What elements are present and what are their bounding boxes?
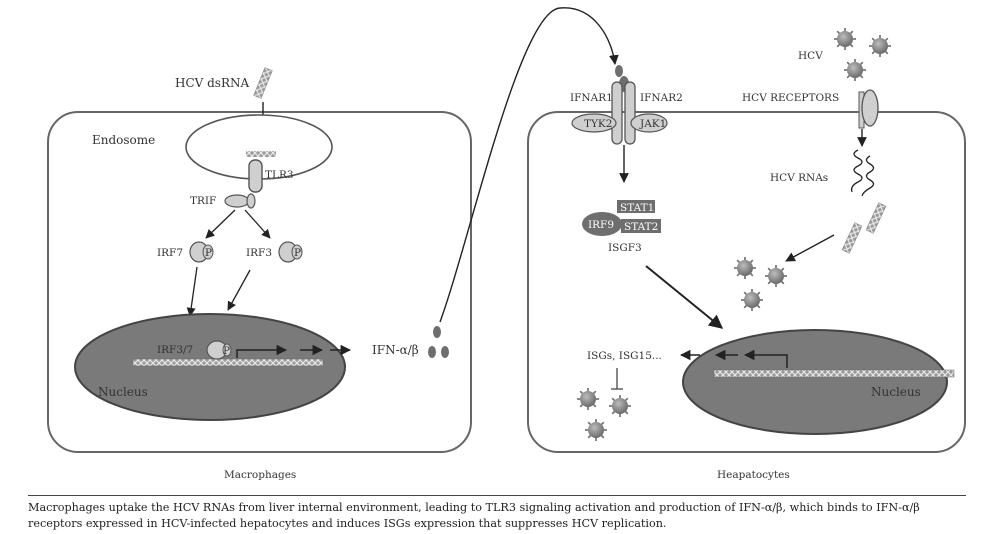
isgf3-nucleus-arrow	[645, 265, 724, 329]
hcv-virion-icon-1	[833, 27, 857, 51]
irf3-nucleus-arrow	[227, 269, 251, 311]
irf7-p-label: P	[205, 247, 212, 259]
stat1-protein	[617, 200, 655, 213]
hcv-label: HCV	[798, 50, 823, 62]
isg-transcription-arrow	[743, 349, 788, 368]
trif-irf7-arrow	[205, 209, 236, 239]
hepatocytes-label: Heapatocytes	[717, 469, 790, 481]
hepatocyte-cell	[527, 111, 966, 453]
ifn-ab-label: IFN-α/β	[372, 343, 419, 357]
irf9-protein	[582, 212, 622, 236]
trif-irf3-arrow	[244, 209, 271, 239]
ifnar1-label: IFNAR1	[570, 92, 613, 104]
irf3-p-label: P	[294, 247, 301, 259]
jak1-protein	[630, 113, 668, 133]
nucleus-right-label: Nucleus	[871, 385, 921, 399]
macrophage-nucleus	[74, 313, 346, 421]
irf3-7-p-label: P	[223, 345, 230, 357]
tlr3-receptor	[248, 159, 263, 193]
jak1-label: JAK1	[639, 118, 666, 130]
stat1-label: STAT1	[620, 202, 654, 214]
irf7-nucleus-arrow	[186, 266, 198, 317]
ifn-molecule-3	[441, 346, 449, 358]
hcv-rnas-label: HCV RNAs	[770, 172, 828, 184]
tlr3-label: TLR3	[265, 169, 294, 181]
irf7-label: IRF7	[157, 247, 183, 259]
hcv-inhibited-icon-2	[608, 394, 632, 418]
ifn-bound-1	[615, 65, 623, 77]
stat2-protein	[621, 219, 661, 233]
figure-caption: Macrophages uptake the HCV RNAs from liv…	[28, 501, 920, 530]
irf3-7-label: IRF3/7	[157, 344, 193, 356]
tyk2-protein	[571, 113, 617, 133]
hcv-dsrna-label: HCV dsRNA	[175, 76, 250, 90]
ifn-molecule-1	[433, 326, 441, 338]
tyk2-label: TYK2	[584, 118, 612, 130]
isgs-label: ISGs, ISG15...	[587, 350, 662, 362]
stat2-label: STAT2	[624, 221, 658, 233]
hcv-inhibited-icon-3	[584, 418, 608, 442]
hcv-receptors-label: HCV RECEPTORS	[742, 92, 839, 104]
isgf3-label: ISGF3	[608, 242, 642, 254]
hcv-progeny-icon-2	[764, 264, 788, 288]
endosome-label: Endosome	[92, 133, 155, 147]
ifn-molecule-2	[428, 346, 436, 358]
hcv-virion-icon-3	[843, 58, 867, 82]
hcv-dsrna-strand-icon	[253, 67, 273, 99]
macrophage-dna	[132, 358, 324, 367]
hcv-inhibited-icon-1	[576, 387, 600, 411]
endosome-dsrna	[246, 151, 276, 157]
irf3-7-phospho	[222, 343, 232, 357]
trif-protein-b	[246, 193, 256, 209]
irf7-phospho	[202, 244, 214, 260]
hepatocyte-nucleus	[682, 329, 948, 435]
hcv-replicated-rna-icon-2	[865, 202, 887, 234]
ifnar1-receptor	[611, 81, 623, 145]
hcv-progeny-icon-3	[740, 288, 764, 312]
macrophage-cell	[47, 111, 472, 453]
hcv-receptor	[861, 89, 879, 127]
hcv-rna-strand-1	[850, 149, 863, 193]
hcv-virion-icon-2	[868, 34, 892, 58]
transcription-start-arrow	[236, 344, 288, 358]
irf3-phospho	[291, 244, 303, 260]
nucleus-left-label: Nucleus	[98, 385, 148, 399]
hcv-replicated-rna-icon-1	[841, 222, 863, 254]
signaling-diagram: HCV dsRNA Endosome TLR3 TRIF IRF7 P IRF3…	[47, 7, 966, 481]
ifnar2-receptor	[624, 81, 636, 145]
ifnar2-label: IFNAR2	[640, 92, 683, 104]
trif-protein	[224, 194, 250, 208]
irf9-label: IRF9	[588, 219, 614, 231]
trif-label: TRIF	[190, 195, 216, 207]
hcv-progeny-icon-1	[733, 256, 757, 280]
caption-rule	[28, 495, 966, 496]
ifn-transport-curve	[439, 7, 619, 323]
macrophages-label: Macrophages	[224, 469, 296, 481]
hcv-assembly-arrow	[785, 234, 835, 262]
hepatocyte-dna	[713, 369, 955, 378]
irf3-label: IRF3	[246, 247, 272, 259]
hcv-rna-strand-2	[861, 155, 875, 197]
